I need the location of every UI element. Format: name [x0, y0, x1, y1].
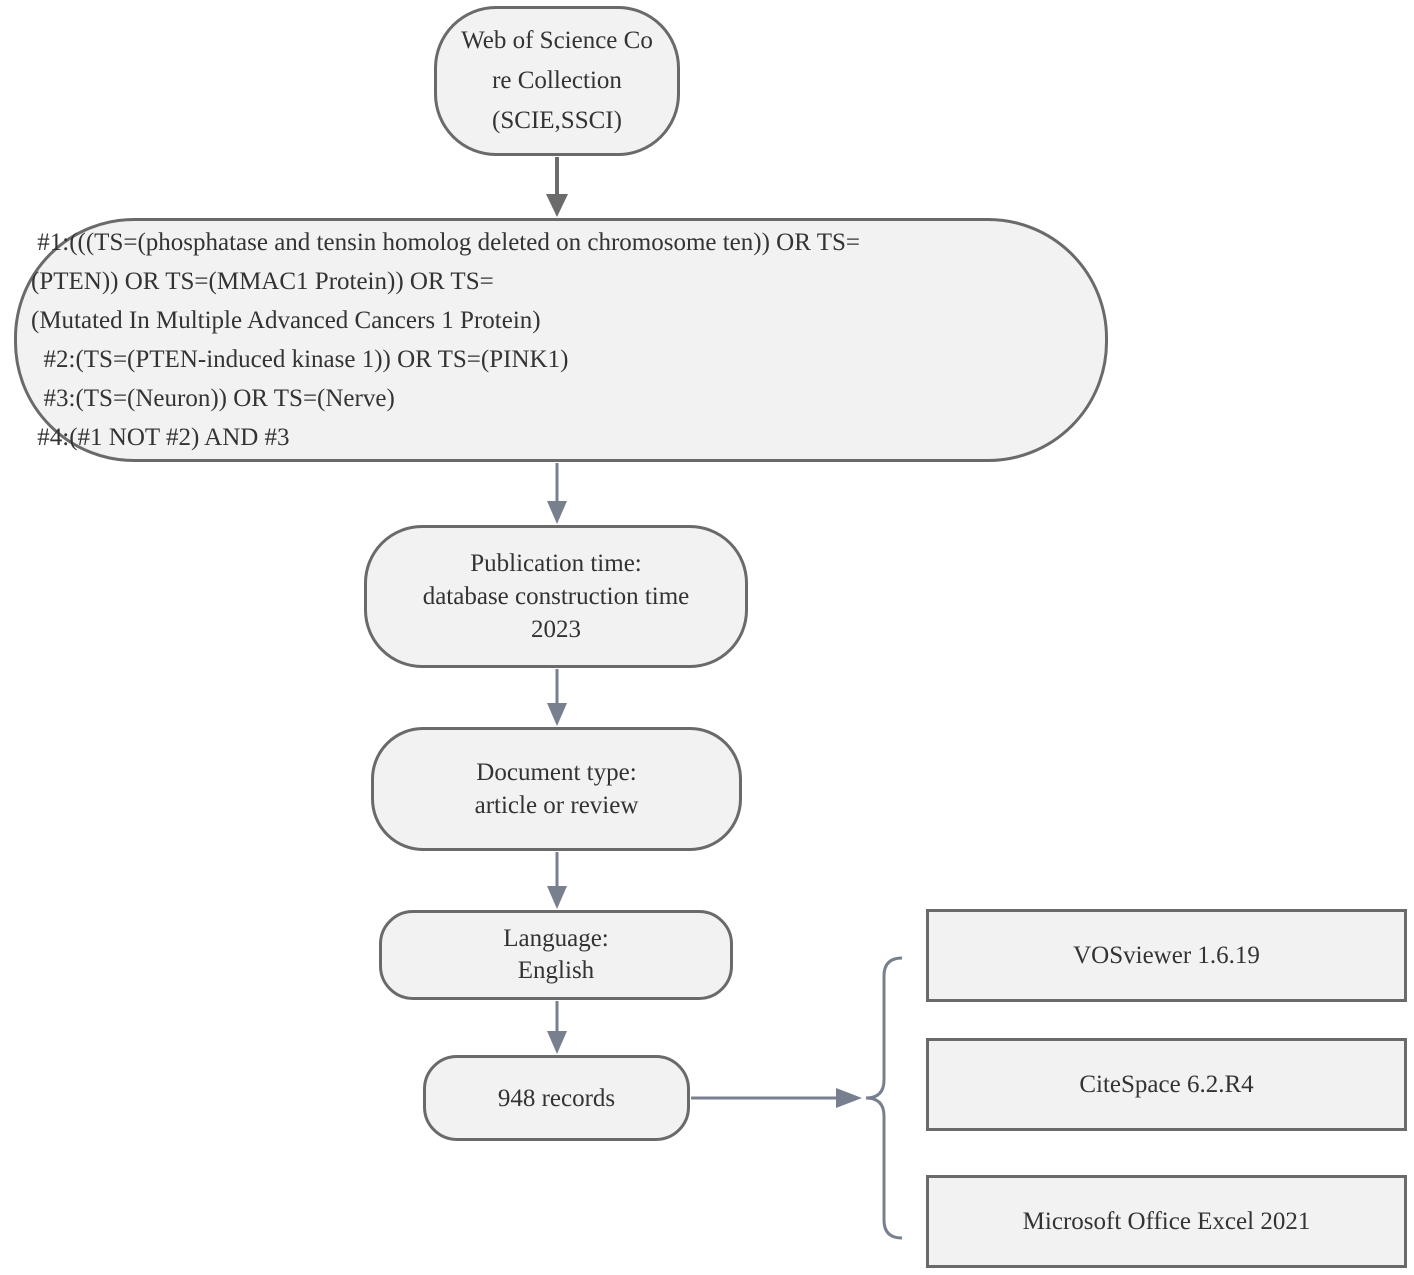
tool-vosviewer-node: VOSviewer 1.6.19: [926, 909, 1407, 1002]
tool-label: CiteSpace 6.2.R4: [1079, 1071, 1254, 1098]
language-node: Language: English: [379, 910, 733, 1000]
language-line: Language:: [503, 925, 609, 952]
source-line: Web of Science Co: [461, 27, 653, 54]
query-line: (Mutated In Multiple Advanced Cancers 1 …: [31, 307, 541, 334]
time-line: 2023: [530, 616, 581, 643]
source-line: (SCIE,SSCI): [492, 107, 622, 134]
records-line: 948 records: [497, 1084, 616, 1112]
language-line: English: [517, 957, 595, 984]
query-line: #4:(#1 NOT #2) AND #3: [31, 424, 290, 451]
records-node: 948 records: [423, 1055, 690, 1141]
tools-brace: [865, 956, 903, 1240]
edge-source-to-query: [546, 157, 568, 217]
search-query-node: #1:(((TS=(phosphatase and tensin homolog…: [14, 218, 1108, 462]
query-line: #2:(TS=(PTEN-induced kinase 1)) OR TS=(P…: [31, 346, 569, 373]
source-line: re Collection: [492, 67, 622, 94]
tool-excel-node: Microsoft Office Excel 2021: [926, 1175, 1407, 1268]
edge-query-to-time: [547, 463, 567, 524]
tool-label: Microsoft Office Excel 2021: [1022, 1208, 1311, 1235]
query-line: #1:(((TS=(phosphatase and tensin homolog…: [31, 229, 860, 256]
time-line: database construction time: [422, 583, 690, 610]
edge-language-to-records: [547, 1001, 567, 1054]
tool-citespace-node: CiteSpace 6.2.R4: [926, 1038, 1407, 1131]
source-database-node: Web of Science Co re Collection (SCIE,SS…: [434, 6, 680, 156]
time-line: Publication time:: [470, 550, 642, 577]
doctype-line: article or review: [474, 792, 639, 819]
document-type-node: Document type: article or review: [371, 727, 742, 851]
publication-time-node: Publication time: database construction …: [364, 525, 748, 668]
edge-records-to-tools: [691, 1088, 862, 1108]
query-line: #3:(TS=(Neuron)) OR TS=(Nerve): [31, 385, 395, 412]
edge-doctype-to-language: [547, 852, 567, 909]
tool-label: VOSviewer 1.6.19: [1073, 942, 1260, 969]
edge-time-to-doctype: [547, 669, 567, 726]
doctype-line: Document type:: [476, 759, 637, 786]
query-line: (PTEN)) OR TS=(MMAC1 Protein)) OR TS=: [31, 268, 494, 295]
